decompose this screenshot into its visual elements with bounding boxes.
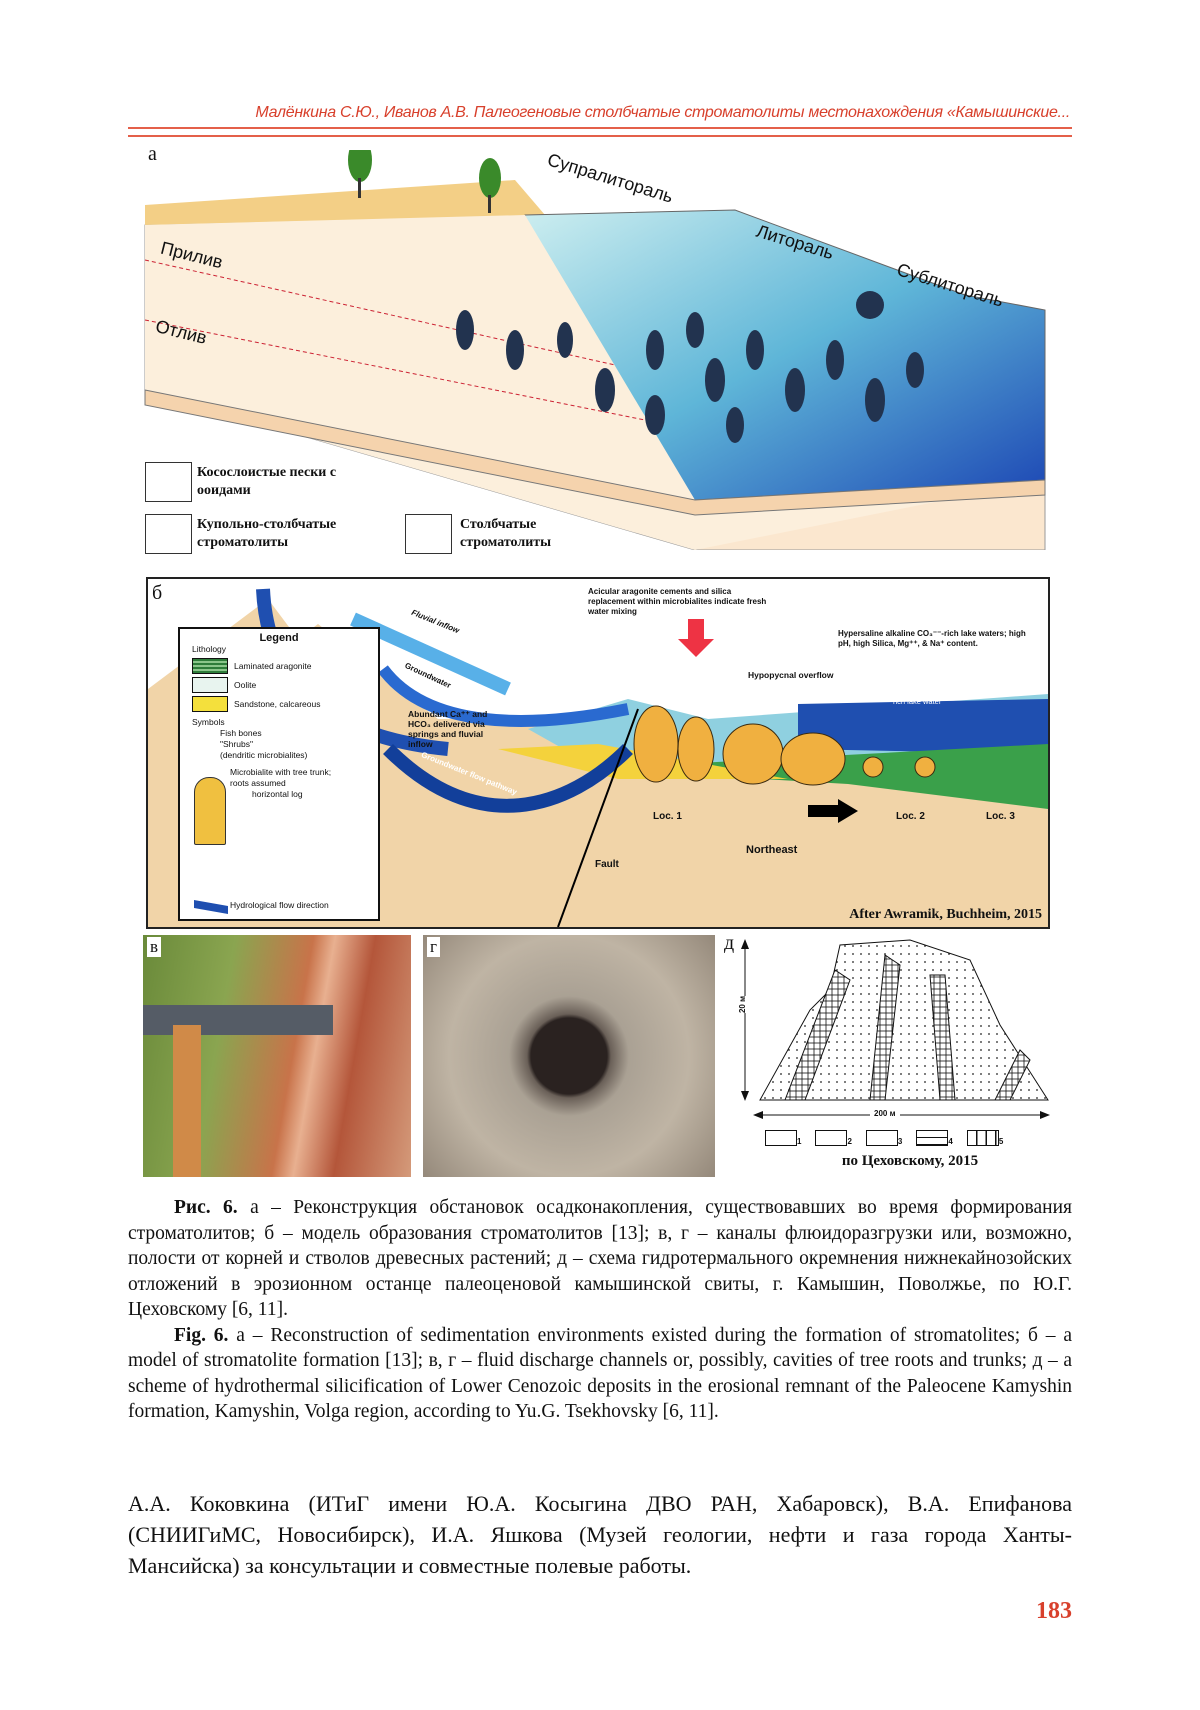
aragonite-note: Aragonite precipitation due to mixing of… (893, 679, 1023, 706)
figure-caption: Рис. 6. а – Реконструкция обстановок оса… (128, 1195, 1072, 1425)
lithology-label: Laminated aragonite (234, 660, 312, 671)
symbols-title: Symbols (192, 717, 225, 727)
acknowledgement-text: А.А. Коковкина (ИТиГ имени Ю.А. Косыгина… (128, 1491, 1072, 1578)
panel-d-credit: по Цеховскому, 2015 (841, 1153, 979, 1169)
location-label: Loc. 2 (896, 811, 925, 822)
legend-title: Legend (259, 632, 299, 644)
sandstone-swatch (192, 696, 228, 712)
red-arrow-icon (678, 619, 714, 657)
height-label: 20 м (738, 995, 748, 1014)
header-rule (128, 127, 1072, 137)
caption-ru-label: Рис. 6. (174, 1197, 238, 1218)
caption-en-label: Fig. 6. (174, 1324, 229, 1346)
caption-en-text: а – Reconstruction of sedimentation envi… (128, 1324, 1072, 1423)
lithology-label: Sandstone, calcareous (234, 698, 321, 709)
symbol-label: (dendritic microbialites) (220, 750, 308, 760)
hammer-handle (173, 1025, 201, 1177)
panel-d-legend: 1 2 3 4 5 (765, 1130, 1003, 1146)
symbol-label: horizontal log (252, 789, 303, 799)
panel-b-letter: б (152, 582, 163, 604)
legend-number: 5 (998, 1137, 1004, 1146)
hypersaline-note: Hypersaline alkaline CO₃⁻⁻-rich lake wat… (838, 629, 1026, 648)
caption-ru-text: а – Реконструкция обстановок осадконакоп… (128, 1197, 1072, 1320)
hammer-head (143, 1005, 333, 1035)
legend-swatch-2 (815, 1130, 848, 1146)
legend-number: 3 (897, 1137, 903, 1146)
lithology-title: Lithology (192, 644, 227, 654)
laminated-aragonite-swatch (192, 658, 228, 674)
symbol-label: "Shrubs" (220, 739, 253, 749)
legend-swatch-3 (865, 1130, 898, 1146)
lithology-label: Oolite (234, 679, 257, 690)
legend-a-item: Купольно-столбчатые строматолиты (197, 517, 337, 550)
panel-b-legend: Legend Lithology Laminated aragonite Ool… (178, 627, 380, 921)
northeast-arrow-icon (808, 799, 858, 823)
legend-number: 1 (797, 1137, 802, 1146)
symbol-label: Fish bones (220, 728, 262, 738)
panel-b-model: б Legend Lithology Laminated aragonite O… (146, 577, 1050, 929)
width-label: 200 м (870, 1109, 900, 1118)
microbialite-domes (633, 705, 936, 786)
caption-ru: Рис. 6. а – Реконструкция обстановок оса… (128, 1195, 1072, 1323)
dome-stromatolite-icon (145, 514, 192, 554)
legend-swatch-1 (765, 1130, 797, 1146)
tree-icon (348, 150, 372, 198)
location-label: Loc. 3 (986, 811, 1015, 822)
oolite-swatch (192, 677, 228, 693)
hypopycnal-label: Hypopycnal overflow (748, 670, 834, 680)
acicular-note: Acicular aragonite cements and silica re… (588, 587, 767, 616)
columnar-stromatolite-icon (405, 514, 452, 554)
direction-label: Northeast (746, 844, 798, 856)
location-label: Loc. 1 (653, 811, 682, 822)
calcium-note: Abundant Ca⁺⁺ and HCO₃ delivered via spr… (408, 709, 488, 749)
legend-a-item: Столбчатые строматолиты (460, 517, 552, 550)
panel-d-scheme (741, 939, 1050, 1119)
symbol-label: Microbialite with tree trunk; (230, 767, 332, 777)
caption-en: Fig. 6. а – Reconstruction of sedimentat… (128, 1323, 1072, 1425)
panel-d-letter: д (724, 932, 735, 954)
panel-b-credit: After Awramik, Buchheim, 2015 (849, 907, 1042, 922)
running-title: Малёнкина С.Ю., Иванов А.В. Палеогеновые… (255, 104, 1070, 121)
legend-number: 2 (847, 1137, 852, 1146)
legend-number: 4 (948, 1137, 953, 1146)
photo-panel-v: в (143, 935, 411, 1177)
stromatolite-columns (456, 291, 924, 443)
legend-swatch-4 (916, 1130, 949, 1146)
flow-arrow-icon (194, 900, 228, 914)
tree-icon (479, 158, 501, 213)
fault-label: Fault (595, 859, 619, 870)
cross-bedded-sand-icon (145, 462, 192, 502)
legend-a-item: Косослоистые пески с ооидами (197, 465, 337, 498)
symbol-label: Hydrological flow direction (230, 900, 329, 910)
symbol-label: roots assumed (230, 778, 286, 788)
panel-a-block-diagram (144, 150, 1046, 550)
panel-v-letter: в (147, 937, 162, 957)
panel-g-letter: г (427, 937, 440, 957)
legend-swatch-5 (966, 1130, 999, 1146)
panel-a-letter: а (148, 143, 157, 165)
microbialite-icon (194, 777, 226, 845)
photo-panel-g: г (423, 935, 715, 1177)
page-number: 183 (1036, 1598, 1072, 1624)
